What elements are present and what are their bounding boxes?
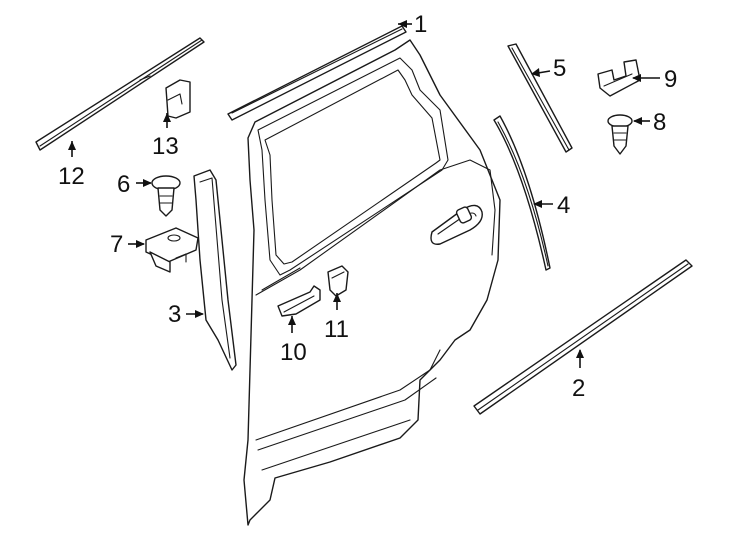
part-12-belt-molding bbox=[35, 37, 205, 151]
callout-4: 4 bbox=[533, 192, 570, 219]
callout-2: 2 bbox=[572, 349, 585, 402]
callout-7-label: 7 bbox=[110, 231, 123, 258]
callout-1-label: 1 bbox=[414, 11, 427, 38]
callout-9: 9 bbox=[632, 66, 677, 93]
callout-7: 7 bbox=[110, 231, 145, 258]
callout-4-label: 4 bbox=[557, 192, 570, 219]
callout-10-label: 10 bbox=[280, 339, 307, 366]
part-4-pillar-strip bbox=[493, 115, 551, 271]
callout-5-label: 5 bbox=[553, 55, 566, 82]
callout-6: 6 bbox=[117, 171, 152, 198]
door-shell bbox=[243, 39, 501, 526]
callout-8-label: 8 bbox=[653, 109, 666, 136]
callout-11: 11 bbox=[324, 293, 349, 343]
callout-5: 5 bbox=[531, 55, 566, 82]
callout-9-label: 9 bbox=[664, 66, 677, 93]
part-13-clip bbox=[165, 79, 191, 119]
callout-13-label: 13 bbox=[152, 133, 179, 160]
callout-12: 12 bbox=[58, 141, 85, 190]
part-8-screw bbox=[607, 114, 633, 155]
callout-13: 13 bbox=[152, 113, 179, 160]
part-1-upper-frame-molding bbox=[227, 25, 407, 121]
part-6-push-pin bbox=[151, 175, 181, 217]
callout-3-label: 3 bbox=[168, 301, 181, 328]
callout-1: 1 bbox=[398, 11, 427, 38]
part-11-clip bbox=[327, 265, 349, 297]
callout-10: 10 bbox=[280, 316, 307, 366]
callout-12-label: 12 bbox=[58, 163, 85, 190]
callout-6-label: 6 bbox=[117, 171, 130, 198]
part-7-bracket bbox=[145, 227, 199, 273]
callout-8: 8 bbox=[633, 109, 666, 136]
callout-11-label: 11 bbox=[324, 316, 349, 343]
part-10-handle-bracket bbox=[277, 285, 321, 317]
part-5-channel-strip bbox=[507, 43, 573, 153]
part-9-bracket bbox=[597, 59, 641, 97]
part-2-rocker-molding bbox=[473, 259, 693, 415]
part-3-pillar-trim bbox=[193, 169, 237, 371]
callout-2-label: 2 bbox=[572, 375, 585, 402]
callout-3: 3 bbox=[168, 301, 204, 328]
